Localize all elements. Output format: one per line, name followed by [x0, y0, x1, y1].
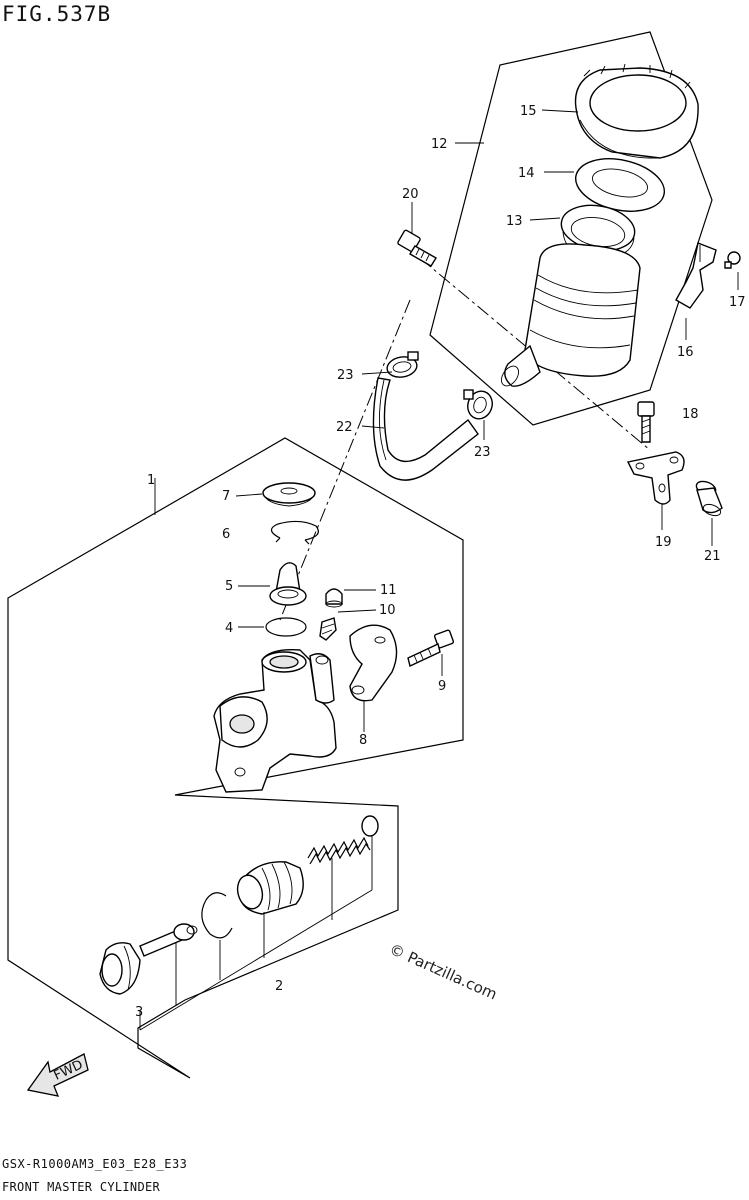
- diaphragm-plate-part: [574, 158, 666, 212]
- callout-5: 5: [225, 579, 233, 594]
- callout-14: 14: [518, 166, 535, 181]
- o-ring-4-part: [265, 617, 307, 637]
- bracket-16-part: [675, 242, 717, 309]
- callout-17: 17: [729, 295, 746, 310]
- callout-12: 12: [431, 137, 448, 152]
- model-code: GSX-R1000AM3_E03_E28_E33: [2, 1157, 188, 1171]
- figure-title: FIG.537B: [2, 2, 112, 26]
- callout-13: 13: [506, 214, 523, 229]
- callout-7: 7: [222, 489, 230, 504]
- reservoir-cap-part: [574, 63, 699, 159]
- cap-7-part: [262, 482, 316, 507]
- collar-21-part: [695, 480, 723, 517]
- piston-cup-part: [236, 861, 304, 915]
- clamp-23b-part: [463, 389, 493, 420]
- callout-21: 21: [704, 549, 721, 564]
- callout-6: 6: [222, 527, 230, 542]
- callout-19: 19: [655, 535, 672, 550]
- bolt-9-part: [407, 629, 455, 667]
- callout-11: 11: [380, 583, 397, 598]
- callout-22: 22: [336, 420, 353, 435]
- callout-3: 3: [135, 1005, 143, 1020]
- screw-17-part: [724, 251, 741, 269]
- bleeder-10-part: [319, 617, 337, 641]
- cylinder-body-part: [213, 649, 337, 793]
- holder-8-part: [349, 624, 398, 702]
- bolt-18-part: [637, 401, 655, 443]
- callout-16: 16: [677, 345, 694, 360]
- clamp-23a-part: [386, 351, 419, 378]
- hose-22-part: [372, 377, 479, 481]
- fwd-arrow: FWD: [26, 1053, 89, 1097]
- cap-11-part: [325, 588, 343, 608]
- callout-1: 1: [147, 473, 155, 488]
- boot-3-part: [99, 942, 141, 995]
- assembly-outline-12: [429, 31, 713, 426]
- circlip-6-part: [270, 520, 319, 545]
- circlip-part: [201, 892, 233, 939]
- callout-23a: 23: [337, 368, 354, 383]
- callout-4: 4: [225, 621, 233, 636]
- callout-23b: 23: [474, 445, 491, 460]
- callout-8: 8: [359, 733, 367, 748]
- push-rod-part: [139, 923, 198, 957]
- bracket-19-part: [626, 451, 685, 505]
- callout-20: 20: [402, 187, 419, 202]
- reservoir-body-part: [501, 243, 641, 387]
- callout-15: 15: [520, 104, 537, 119]
- assembly-outline-1: [7, 437, 464, 1079]
- section-name: FRONT MASTER CYLINDER: [2, 1180, 161, 1194]
- callout-10: 10: [379, 603, 396, 618]
- callout-9: 9: [438, 679, 446, 694]
- callout-18: 18: [682, 407, 699, 422]
- screw-20-part: [397, 229, 437, 267]
- callout-2: 2: [275, 979, 283, 994]
- joint-5-part: [269, 562, 307, 606]
- spring-part: [307, 815, 379, 865]
